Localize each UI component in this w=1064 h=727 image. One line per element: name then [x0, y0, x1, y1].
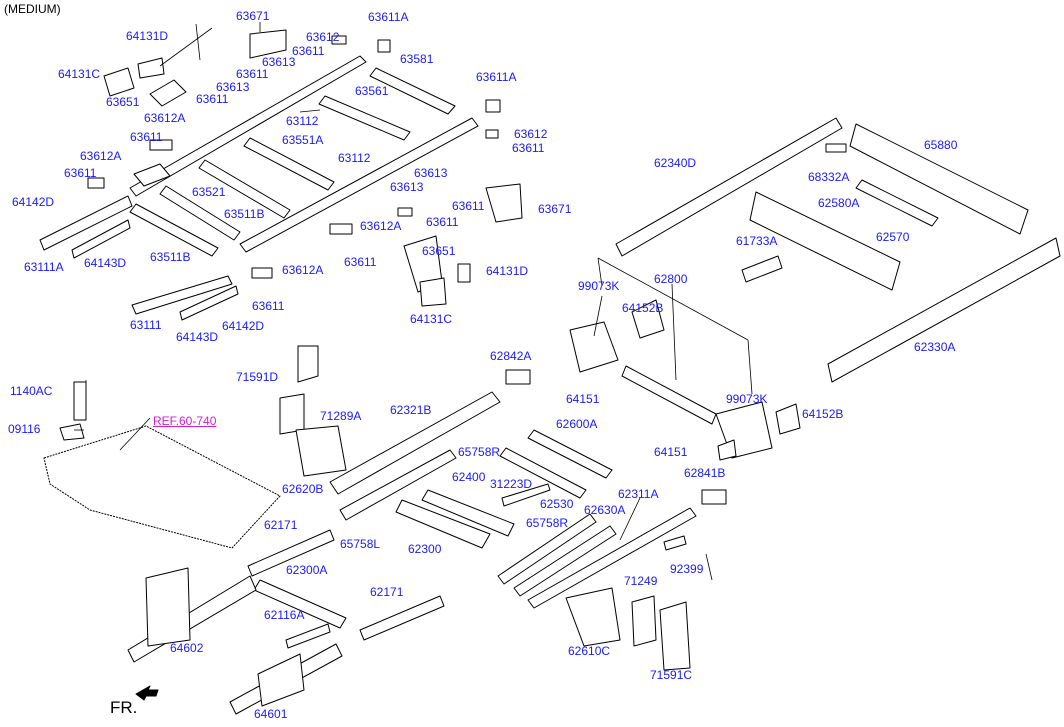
part-label[interactable]: 99073K [578, 279, 620, 293]
part-label[interactable]: 63611 [252, 299, 285, 313]
part-label[interactable]: 63613 [216, 80, 250, 94]
part-label[interactable]: 62570 [876, 230, 910, 244]
part-label[interactable]: 64131C [410, 312, 453, 326]
part-label[interactable]: 63651 [422, 244, 456, 258]
part-label[interactable]: 64151 [654, 445, 688, 459]
part-label[interactable]: 62330A [914, 340, 956, 354]
part-label[interactable]: 63612 [306, 30, 340, 44]
header-text: (MEDIUM) [4, 2, 61, 16]
part-label[interactable]: 62630A [584, 503, 626, 517]
part-label[interactable]: 64143D [176, 330, 219, 344]
part-label[interactable]: 99073K [726, 392, 768, 406]
part-label[interactable]: 62841B [684, 466, 726, 480]
part-label[interactable]: 63613 [262, 55, 296, 69]
part-label[interactable]: 63613 [390, 180, 424, 194]
part-label[interactable]: 63112 [286, 114, 319, 128]
part-label[interactable]: 62171 [264, 518, 298, 532]
part-label[interactable]: 61733A [736, 234, 778, 248]
part-label[interactable]: 63612A [282, 263, 324, 277]
part-label[interactable]: 62116A [264, 608, 305, 622]
part-label[interactable]: 64152B [802, 407, 844, 421]
part-label[interactable]: 63611 [196, 92, 229, 106]
part-label[interactable]: 62311A [618, 487, 659, 501]
part-label[interactable]: 62620B [282, 482, 324, 496]
part-label[interactable]: 63511B [224, 207, 265, 221]
part-label[interactable]: 63611 [236, 67, 269, 81]
part-label[interactable]: 63551A [282, 133, 324, 147]
reference-link[interactable]: REF.60-740 [153, 414, 217, 428]
part-label[interactable]: 09116 [8, 422, 41, 436]
part-label[interactable]: 62400 [452, 470, 486, 484]
part-label[interactable]: 65758L [340, 537, 381, 551]
part-label[interactable]: 63611A [368, 10, 409, 24]
part-label[interactable]: 65758R [458, 445, 501, 459]
part-label[interactable]: 63611 [292, 44, 325, 58]
part-label[interactable]: 64142D [222, 319, 265, 333]
part-label[interactable]: 63112 [338, 151, 371, 165]
part-label[interactable]: 64152B [622, 301, 664, 315]
part-label[interactable]: 63111A [24, 260, 64, 274]
part-label[interactable]: 71289A [320, 409, 362, 423]
leader-lines [74, 22, 753, 581]
part-label[interactable]: 63612A [144, 111, 186, 125]
part-label[interactable]: 31223D [490, 477, 533, 491]
part-label[interactable]: 63611 [64, 166, 97, 180]
part-label[interactable]: 62321B [390, 403, 432, 417]
part-label[interactable]: 64131C [58, 67, 101, 81]
part-label[interactable]: 63671 [538, 202, 572, 216]
part-label[interactable]: 63611A [476, 70, 517, 84]
rear-frame-group [505, 117, 1061, 505]
part-label[interactable]: 62340D [654, 156, 697, 170]
part-label[interactable]: 63612A [360, 219, 402, 233]
part-label[interactable]: 62300 [408, 542, 442, 556]
part-label[interactable]: 71249 [624, 574, 658, 588]
part-label[interactable]: 68332A [808, 170, 850, 184]
part-label[interactable]: 62171 [370, 585, 404, 599]
part-label[interactable]: 63671 [236, 9, 270, 23]
part-label[interactable]: 64602 [170, 641, 204, 655]
part-label[interactable]: 64601 [254, 707, 288, 721]
part-label[interactable]: 63612A [80, 149, 122, 163]
part-label[interactable]: 63511B [150, 250, 191, 264]
front-rail-group [59, 381, 445, 715]
part-label[interactable]: 62580A [818, 196, 860, 210]
part-label[interactable]: 63611 [452, 199, 485, 213]
front-indicator: FR. [110, 698, 138, 717]
part-label[interactable]: 64151 [566, 392, 600, 406]
part-label[interactable]: 63611 [130, 130, 163, 144]
part-label[interactable]: 62300A [286, 563, 328, 577]
floor-panel-reference [43, 425, 281, 549]
part-label[interactable]: 63613 [414, 166, 448, 180]
part-label[interactable]: 63561 [355, 84, 389, 98]
part-label[interactable]: 71591C [650, 668, 693, 682]
small-brackets [87, 35, 501, 283]
part-label[interactable]: 1140AC [10, 384, 53, 398]
front-floor-crossmember-group [39, 29, 523, 321]
part-label[interactable]: 62530 [540, 497, 574, 511]
front-arrow [135, 685, 159, 701]
part-label[interactable]: 64142D [12, 195, 55, 209]
part-label[interactable]: 62600A [556, 417, 598, 431]
part-label[interactable]: 65880 [924, 138, 958, 152]
part-label[interactable]: 65758R [526, 516, 569, 530]
part-label[interactable]: 63111 [130, 318, 162, 332]
part-label[interactable]: 62842A [490, 349, 532, 363]
part-label[interactable]: 62610C [568, 644, 611, 658]
part-label[interactable]: 63651 [106, 95, 140, 109]
part-label[interactable]: 64131D [486, 264, 529, 278]
center-floor-members [279, 345, 697, 671]
part-label[interactable]: 62800 [654, 272, 688, 286]
part-label[interactable]: 92399 [670, 562, 704, 576]
part-label[interactable]: 64143D [84, 256, 127, 270]
part-label[interactable]: 71591D [236, 370, 279, 384]
part-label[interactable]: 63581 [400, 52, 434, 66]
part-label[interactable]: 63521 [192, 185, 226, 199]
part-label[interactable]: 63612 [514, 127, 548, 141]
part-label[interactable]: 64131D [126, 29, 169, 43]
part-label[interactable]: 63611 [512, 141, 545, 155]
part-label[interactable]: 63611 [426, 215, 459, 229]
part-label[interactable]: 63611 [344, 255, 377, 269]
